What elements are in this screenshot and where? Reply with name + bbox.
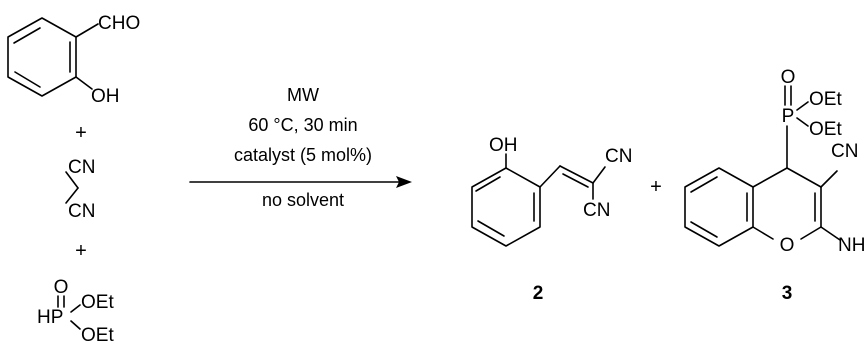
p-oet-bond-top	[70, 304, 81, 313]
aromatic-double-bond	[13, 27, 41, 44]
condition-line-3: catalyst (5 mol%)	[234, 145, 372, 165]
oh-label: OH	[91, 86, 120, 107]
bond-to-oh	[75, 76, 93, 90]
aromatic-double-bond	[475, 176, 501, 192]
aromatic-double-bond	[690, 221, 718, 238]
bond-to-cho	[75, 23, 99, 38]
benzene-ring	[7, 17, 77, 97]
plus-sign: +	[650, 176, 662, 198]
condition-line-1: MW	[287, 85, 319, 105]
compound-label-2: 2	[533, 283, 544, 304]
oet-label-top: OEt	[809, 89, 842, 110]
oet-label-bottom: OEt	[81, 325, 114, 342]
phosphorus-label: P	[782, 106, 795, 127]
ring-to-vinyl-bond	[539, 165, 561, 188]
benzene-ring	[684, 167, 754, 247]
p-oet-bond-top	[796, 101, 809, 111]
aromatic-double-bond	[477, 220, 505, 237]
product-3: O NH2 CN P O OEt OEt 3	[684, 67, 866, 304]
p-oet-bond-bottom	[796, 117, 809, 127]
reactant-malononitrile: CN CN	[65, 157, 95, 222]
nh2-label: NH2	[838, 235, 866, 259]
o-label: O	[54, 277, 69, 298]
cho-label: CHO	[98, 13, 140, 34]
bond-c-cn-top	[65, 171, 79, 189]
p-oet-bond-bottom	[70, 320, 81, 330]
cn-label-bottom: CN	[583, 200, 610, 221]
oet-label-top: OEt	[81, 292, 114, 313]
aromatic-double-bond	[14, 71, 41, 88]
hp-label: HP	[37, 307, 63, 328]
phosphoryl-oxygen-label: O	[781, 67, 796, 88]
pyran-bond	[800, 226, 822, 240]
plus-sign: +	[75, 122, 87, 144]
reaction-conditions: MW 60 °C, 30 min catalyst (5 mol%) no so…	[234, 85, 372, 210]
vinyl-double-bond	[562, 173, 589, 188]
cn-label-top: CN	[68, 157, 95, 178]
product-2: OH CN CN 2	[471, 135, 632, 304]
condition-line-2: 60 °C, 30 min	[248, 115, 357, 135]
benzene-ring	[471, 167, 541, 247]
reactant-diethyl-phosphite: O HP OEt OEt	[37, 277, 114, 342]
oet-label-bottom: OEt	[809, 119, 842, 140]
condition-line-4: no solvent	[262, 190, 344, 210]
cn-label: CN	[831, 141, 858, 162]
pyran-bond	[752, 226, 774, 240]
bond-to-cn-top	[592, 166, 606, 184]
reactant-salicylaldehyde: CHO OH	[7, 13, 140, 107]
bond-to-cn	[820, 170, 838, 188]
compound-label-3: 3	[782, 283, 793, 304]
bond-c-cn-bottom	[65, 187, 79, 204]
cn-label-bottom: CN	[68, 201, 95, 222]
oh-label: OH	[489, 135, 518, 156]
reaction-arrow	[189, 176, 412, 188]
cn-label-top: CN	[605, 146, 632, 167]
aromatic-double-bond	[690, 176, 718, 193]
ring-oxygen-label: O	[780, 235, 795, 256]
nh-text: NH	[838, 235, 865, 256]
vinyl-double-bond	[559, 165, 594, 184]
arrow-head	[396, 176, 412, 188]
plus-sign: +	[75, 240, 87, 262]
pyran-bond	[786, 167, 822, 188]
bond-to-nh2	[820, 226, 841, 241]
pyran-bond	[752, 167, 788, 188]
